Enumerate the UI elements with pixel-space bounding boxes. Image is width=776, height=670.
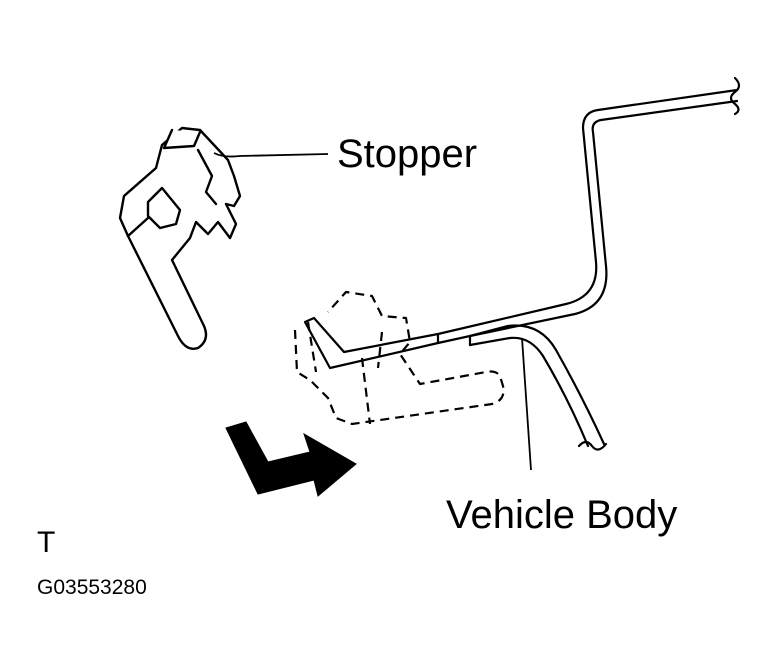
vehicle-body-leader-line: [521, 337, 532, 471]
vehicle-body-label: Vehicle Body: [446, 493, 677, 537]
stopper-part: [118, 126, 242, 350]
figure-code-label: G03553280: [37, 576, 147, 599]
stopper-leader-line: [213, 152, 329, 158]
view-marker-label: T: [37, 526, 55, 559]
stopper-installed-phantom: [293, 290, 505, 426]
vehicle-body-panel: [303, 76, 741, 451]
stopper-label: Stopper: [337, 132, 477, 176]
bent-arrow-icon: [225, 421, 357, 497]
leader-lines: [213, 152, 532, 471]
